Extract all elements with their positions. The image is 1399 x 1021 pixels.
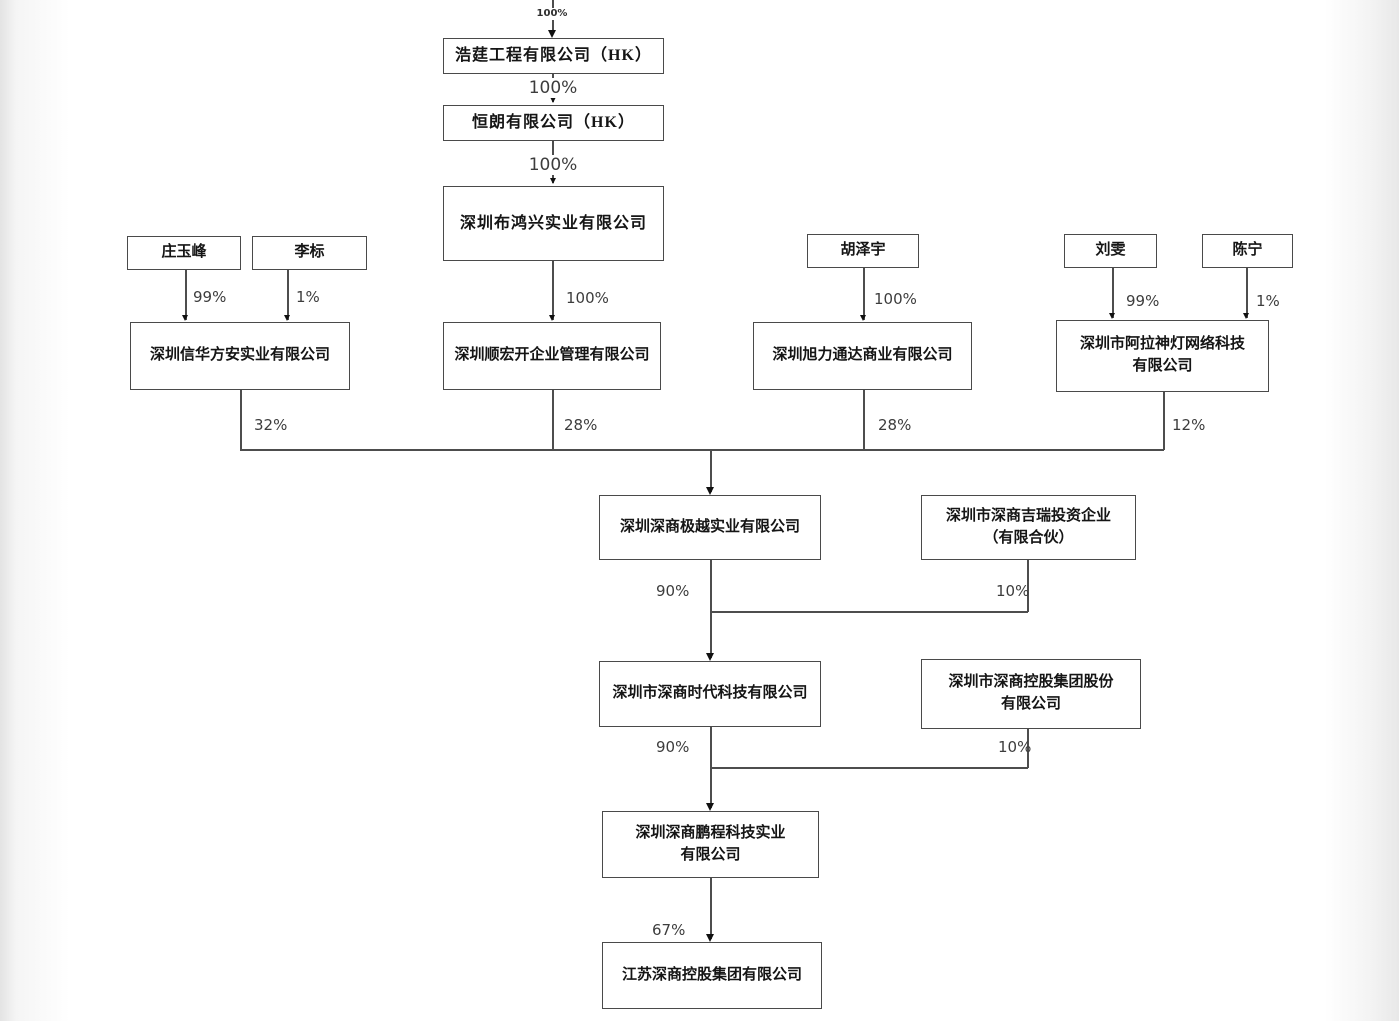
node-label: 深圳深商鹏程科技实业 有限公司 bbox=[635, 824, 786, 863]
node-label: 李标 bbox=[294, 244, 325, 261]
edge-shidai-down bbox=[710, 727, 712, 768]
node-label: 胡泽宇 bbox=[840, 242, 886, 259]
pct-label-zhuang-xinhua: 99% bbox=[193, 288, 227, 306]
pct-label-pengcheng-jiangsu: 67% bbox=[652, 921, 686, 939]
node-haoting-engineering-hk: 浩莛工程有限公司（HK） bbox=[443, 38, 664, 74]
node-xinhua-fangan-industrial: 深圳信华方安实业有限公司 bbox=[130, 322, 350, 390]
node-label: 浩莛工程有限公司（HK） bbox=[455, 47, 652, 65]
node-label: 深圳顺宏开企业管理有限公司 bbox=[454, 347, 650, 364]
edge-xuli-down bbox=[863, 390, 865, 450]
node-shenshang-jiyue-industrial: 深圳深商极越实业有限公司 bbox=[599, 495, 821, 560]
node-label: 深圳信华方安实业有限公司 bbox=[149, 347, 330, 364]
node-shenshang-shidai-tech: 深圳市深商时代科技有限公司 bbox=[599, 661, 821, 727]
arrow-down-icon bbox=[860, 315, 866, 321]
pct-label-shidai-pengcheng: 90% bbox=[656, 738, 690, 756]
node-shenshang-konggu-group: 深圳市深商控股集团股份 有限公司 bbox=[921, 659, 1141, 729]
node-person-chen-ning: 陈宁 bbox=[1202, 234, 1293, 268]
edge-bus-to-shidai bbox=[710, 611, 1028, 613]
edge-libiao-xinhua bbox=[287, 270, 289, 320]
pct-label-henglang-buhongxing: 100% bbox=[523, 155, 583, 176]
arrow-down-icon bbox=[549, 315, 555, 321]
node-person-liu-wen: 刘雯 bbox=[1064, 234, 1157, 268]
edge-bus-to-pengcheng bbox=[710, 767, 1028, 769]
pct-label-hu-xuli: 100% bbox=[874, 290, 917, 308]
node-person-hu-zeyu: 胡泽宇 bbox=[807, 234, 919, 268]
node-alashendeng-network-tech: 深圳市阿拉神灯网络科技 有限公司 bbox=[1056, 320, 1269, 392]
arrow-down-icon bbox=[1243, 313, 1249, 319]
edge-jiyue-down bbox=[710, 560, 712, 612]
arrow-down-icon bbox=[182, 315, 188, 321]
edge-bus-down-shidai bbox=[710, 611, 712, 658]
edge-bus-to-jiyue bbox=[240, 449, 1164, 451]
node-label: 刘雯 bbox=[1095, 242, 1126, 259]
pct-label-shunhongkai-jiyue: 28% bbox=[564, 416, 598, 434]
node-henglang-hk: 恒朗有限公司（HK） bbox=[443, 105, 664, 141]
edge-chen-alashendeng bbox=[1246, 268, 1248, 318]
node-person-zhuang-yufeng: 庄玉峰 bbox=[127, 236, 241, 270]
node-label: 深圳布鸿兴实业有限公司 bbox=[459, 214, 647, 232]
pct-label-xuli-jiyue: 28% bbox=[878, 416, 912, 434]
arrow-down-icon bbox=[1109, 313, 1115, 319]
edge-konggu-down bbox=[1027, 729, 1029, 768]
node-person-li-biao: 李标 bbox=[252, 236, 367, 270]
arrow-down-icon bbox=[706, 487, 714, 495]
node-jiangsu-shenshang-holding: 江苏深商控股集团有限公司 bbox=[602, 942, 822, 1009]
pct-label-xinhua-jiyue: 32% bbox=[254, 416, 288, 434]
arrow-down-icon bbox=[706, 803, 714, 811]
node-label: 深圳市深商吉瑞投资企业 （有限合伙） bbox=[945, 507, 1111, 546]
edge-pengcheng-jiangsu bbox=[710, 878, 712, 939]
node-label: 庄玉峰 bbox=[161, 244, 207, 261]
node-label: 深圳市深商时代科技有限公司 bbox=[612, 685, 808, 702]
node-label: 陈宁 bbox=[1232, 242, 1263, 259]
edge-zhuang-xinhua bbox=[185, 270, 187, 320]
node-buhongxing-industrial: 深圳布鸿兴实业有限公司 bbox=[443, 186, 664, 261]
node-xuli-tongda-commercial: 深圳旭力通达商业有限公司 bbox=[753, 322, 972, 390]
edge-bus-down-jiyue bbox=[710, 449, 712, 492]
arrow-down-icon bbox=[706, 653, 714, 661]
edge-jirui-down bbox=[1027, 560, 1029, 612]
node-label: 江苏深商控股集团有限公司 bbox=[621, 966, 802, 983]
arrow-down-icon bbox=[550, 97, 556, 103]
node-shenshang-pengcheng-tech: 深圳深商鹏程科技实业 有限公司 bbox=[602, 811, 819, 878]
edge-liu-alashendeng bbox=[1112, 268, 1114, 318]
pct-label-jirui-shidai: 10% bbox=[996, 582, 1030, 600]
pct-label-chen-alashendeng: 1% bbox=[1256, 292, 1280, 310]
node-shenshang-jirui-partnership: 深圳市深商吉瑞投资企业 （有限合伙） bbox=[921, 495, 1136, 560]
node-shunhongkai-management: 深圳顺宏开企业管理有限公司 bbox=[443, 322, 661, 390]
pct-label-alashendeng-jiyue: 12% bbox=[1172, 416, 1206, 434]
pct-label-into-haoting: 100% bbox=[531, 8, 573, 20]
node-label: 深圳市阿拉神灯网络科技 有限公司 bbox=[1079, 336, 1245, 374]
pct-label-konggu-pengcheng: 10% bbox=[998, 738, 1032, 756]
pct-label-buhongxing-shunhongkai: 100% bbox=[566, 289, 609, 307]
arrow-down-icon bbox=[284, 315, 290, 321]
edge-alashendeng-down bbox=[1163, 392, 1165, 450]
edge-hu-xuli bbox=[863, 268, 865, 320]
edge-bus-down-pengcheng bbox=[710, 767, 712, 808]
edge-xinhua-down bbox=[240, 390, 242, 450]
edge-buhongxing-shunhongkai bbox=[552, 261, 554, 320]
node-label: 深圳旭力通达商业有限公司 bbox=[772, 347, 953, 364]
pct-label-jiyue-shidai: 90% bbox=[656, 582, 690, 600]
pct-label-haoting-henglang: 100% bbox=[523, 78, 583, 99]
pct-label-libiao-xinhua: 1% bbox=[296, 288, 320, 306]
arrow-down-icon bbox=[550, 178, 556, 184]
node-label: 深圳市深商控股集团股份 有限公司 bbox=[948, 674, 1114, 712]
arrow-down-icon bbox=[548, 30, 556, 38]
pct-label-liu-alashendeng: 99% bbox=[1126, 292, 1160, 310]
node-label: 深圳深商极越实业有限公司 bbox=[619, 518, 800, 535]
node-label: 恒朗有限公司（HK） bbox=[472, 114, 635, 132]
arrow-down-icon bbox=[706, 934, 714, 942]
edge-shunhongkai-down bbox=[552, 390, 554, 450]
